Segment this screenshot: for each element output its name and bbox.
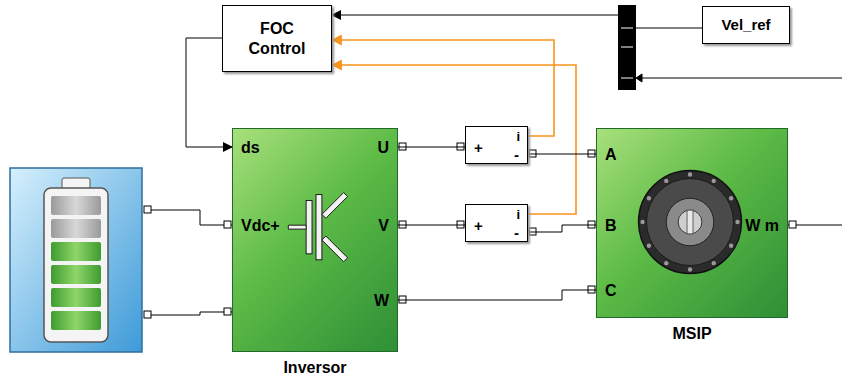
block-title: FOC Control <box>239 19 315 59</box>
port-label: Vdc+ <box>241 216 280 236</box>
signal-wire <box>332 15 702 28</box>
signal-wire <box>528 154 596 155</box>
port-label: - <box>514 223 519 243</box>
motor-picture <box>639 171 742 274</box>
block-name: Inversor <box>233 358 397 378</box>
port-label: W <box>374 291 389 311</box>
port-label: B <box>605 216 617 236</box>
port-label: + <box>474 216 483 236</box>
control-block: FOC Control <box>222 5 332 72</box>
port-label: W m <box>745 216 779 236</box>
port-label: i <box>516 205 520 225</box>
port-label: ds <box>241 138 260 158</box>
signal-wire <box>528 225 596 232</box>
port-label: + <box>474 138 483 158</box>
motor-block: MSIPABCW m <box>596 128 788 318</box>
port-label: - <box>514 145 519 165</box>
port-label: C <box>605 281 617 301</box>
reference-block: Vel_ref <box>702 6 790 44</box>
current-sensor: i + - <box>465 204 528 242</box>
mux-bar <box>618 5 636 90</box>
port-label: V <box>378 216 389 236</box>
block-name: MSIP <box>597 324 787 344</box>
signal-wire <box>398 147 465 148</box>
current-feedback-wire <box>332 40 554 136</box>
signal-wire <box>398 290 596 300</box>
igbt-symbol <box>233 129 397 351</box>
current-sensor: i + - <box>465 126 528 164</box>
signal-wire <box>398 225 465 226</box>
block-title: Vel_ref <box>721 15 770 35</box>
port-label: i <box>516 127 520 147</box>
inverter-block: InversordsVdc+UVW <box>232 128 398 352</box>
port-label: U <box>377 138 389 158</box>
port-label: A <box>605 145 617 165</box>
battery-block <box>10 168 142 352</box>
